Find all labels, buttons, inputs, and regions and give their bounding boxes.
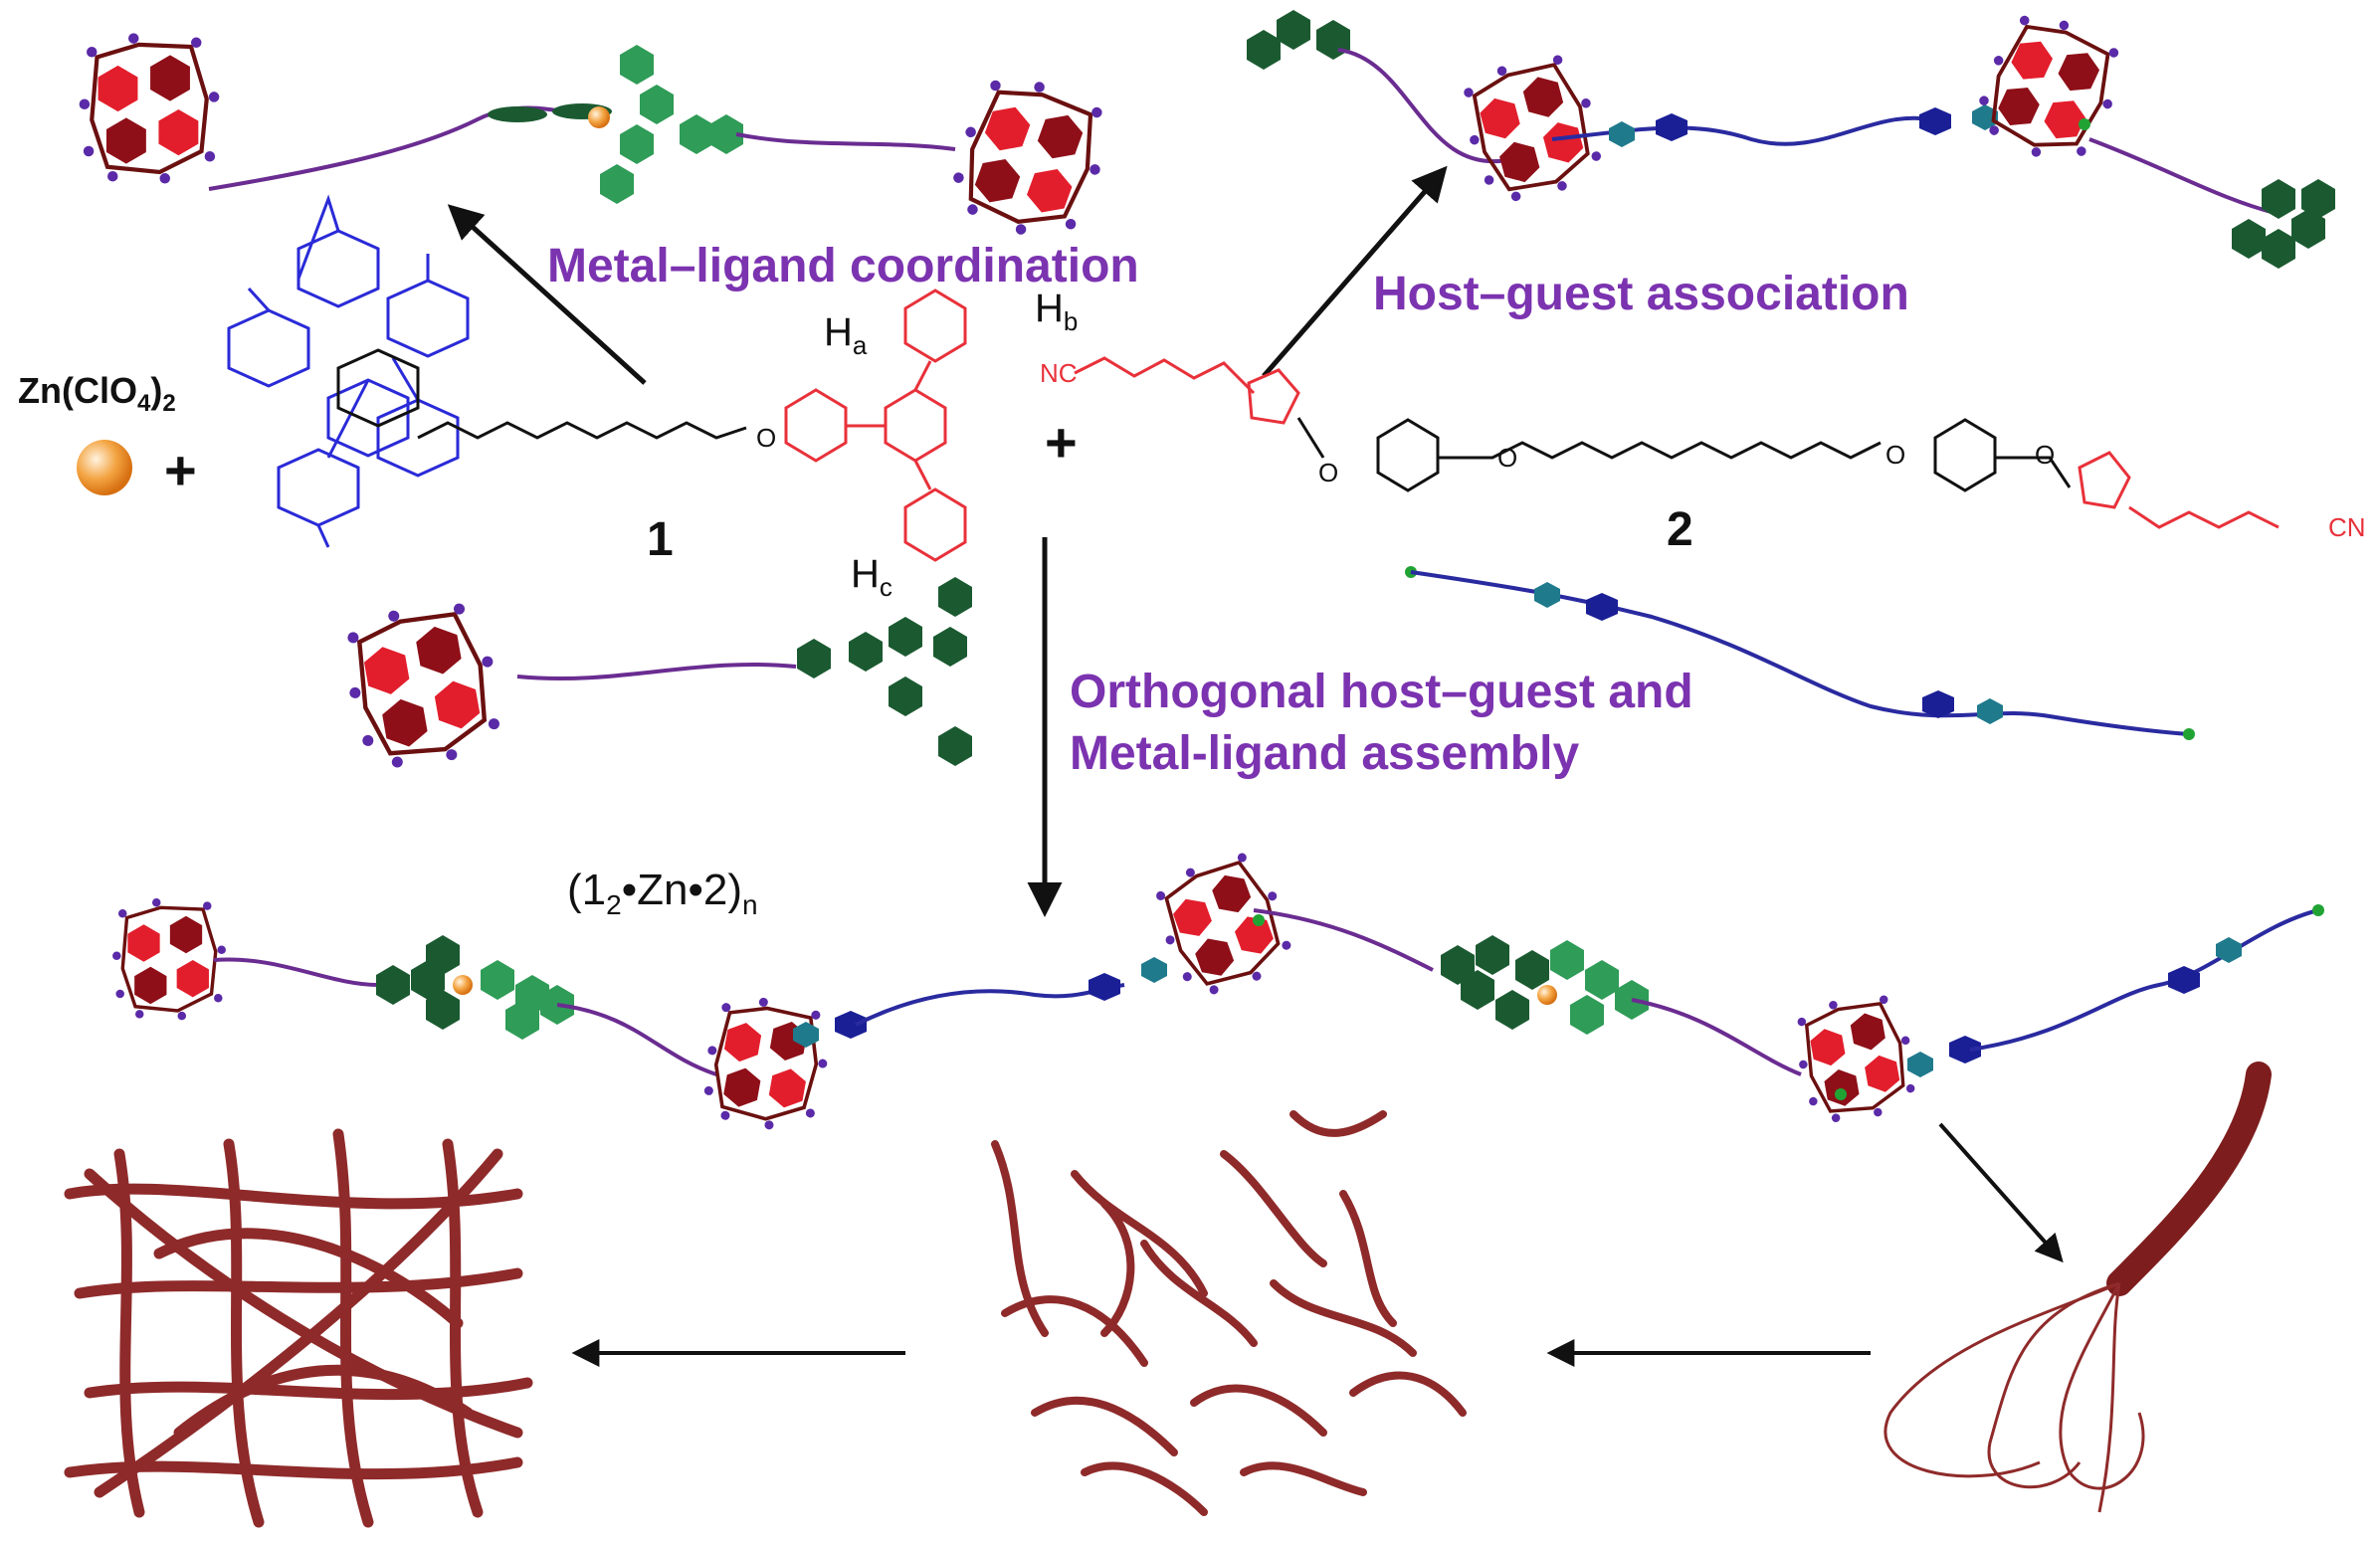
terpyridine-ligand-icon (784, 289, 967, 562)
label-polymer: (12•Zn•2)n (567, 866, 758, 920)
label-ether-o-3: O (1497, 443, 1518, 473)
triazole-guest-icon (1074, 356, 2280, 529)
zinc-sphere-icon (77, 440, 132, 495)
label-compound-2: 2 (1667, 503, 1693, 556)
zinc-sphere-icon (1537, 985, 1557, 1005)
fiber-network-icon (64, 1128, 533, 1528)
pillararene-macrocycle-icon (227, 194, 470, 548)
label-cn: CN (2328, 512, 2366, 542)
single-fiber-icon (1884, 1062, 2272, 1513)
label-orthogonal-line1: Orthogonal host–guest and (1070, 666, 1693, 718)
arrow-to-host-guest (1262, 165, 1448, 378)
zinc-sphere-icon (588, 106, 610, 128)
label-ether-o-1: O (756, 423, 777, 453)
label-nc: NC (1040, 358, 1078, 388)
label-zinc-salt: Zn(ClO4)2 (18, 370, 176, 418)
alkyl-spacer-1 (336, 348, 747, 440)
label-ether-o-5: O (2035, 440, 2056, 470)
label-compound-1: 1 (647, 513, 674, 566)
label-orthogonal-line2: Metal-ligand assembly (1070, 727, 1580, 780)
label-ether-o-2: O (1318, 458, 1339, 487)
label-hb: Hb (1035, 287, 1079, 336)
arrow-to-single-fiber (1938, 1122, 2064, 1263)
host-guest-complex (1247, 0, 2335, 269)
label-ha: Ha (824, 310, 868, 360)
label-hc: Hc (851, 552, 892, 602)
arrow-to-metal-complex (447, 204, 647, 385)
label-metal-ligand-coordination: Metal–ligand coordination (547, 240, 1139, 292)
plus-sign-center: + (1045, 411, 1078, 474)
guest-cartoon (1405, 566, 2195, 740)
supramolecular-polymer (112, 844, 2324, 1138)
zinc-sphere-icon (453, 975, 473, 995)
metal-ligand-complex (80, 33, 1122, 253)
label-host-guest-association: Host–guest association (1373, 268, 1909, 320)
host-cartoon (336, 577, 972, 776)
label-ether-o-4: O (1885, 440, 1906, 470)
fiber-fragments-icon (991, 1110, 1467, 1516)
plus-sign-left: + (164, 439, 197, 501)
